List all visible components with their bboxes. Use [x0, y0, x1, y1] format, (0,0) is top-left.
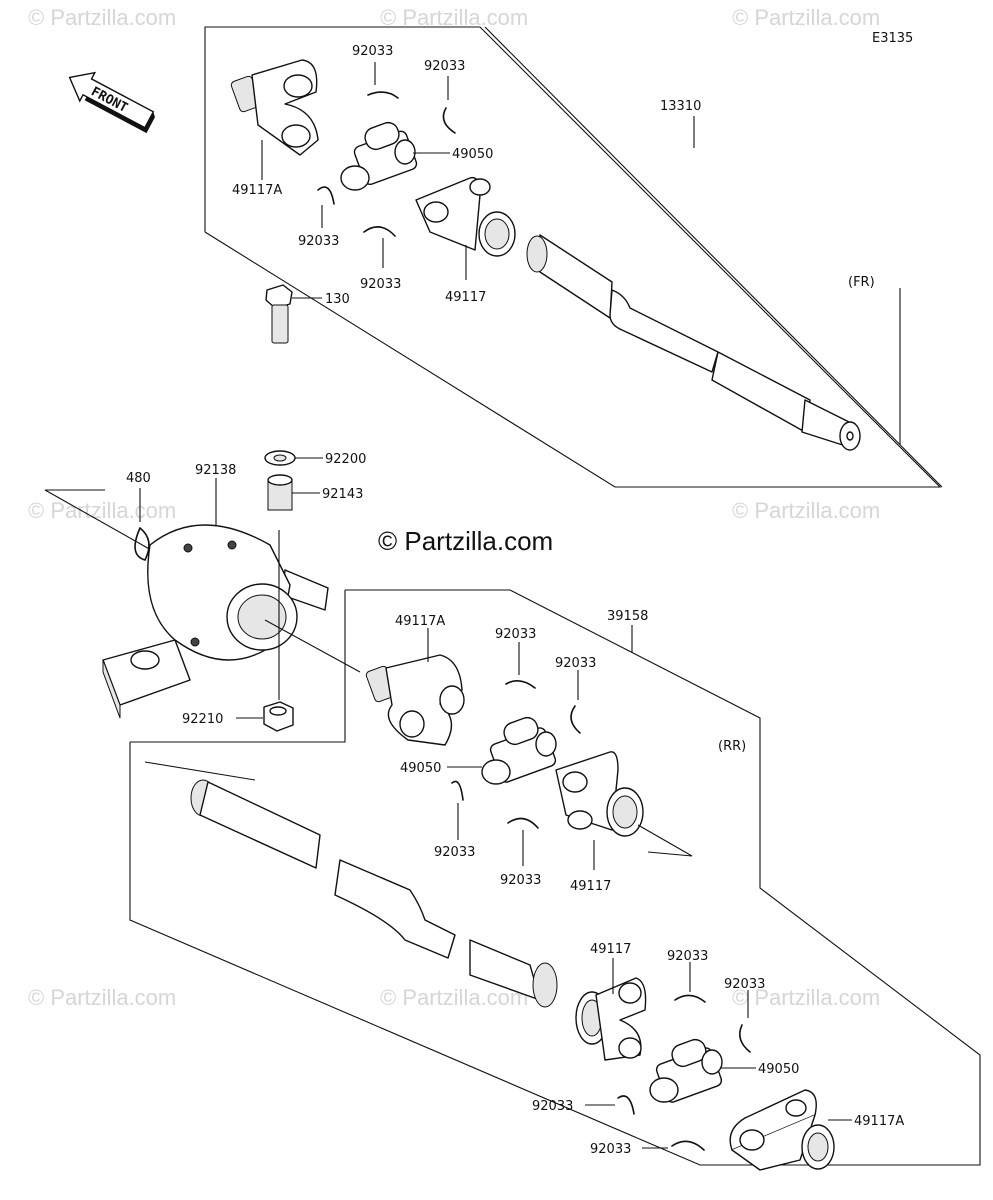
- watermarks: © Partzilla.com © Partzilla.com © Partzi…: [28, 5, 880, 1010]
- clip-icon: [451, 780, 464, 801]
- callout-fr-clip-1: 92033: [352, 44, 393, 59]
- nut: [263, 701, 294, 732]
- callout-rr-clip-8: 92033: [590, 1142, 631, 1157]
- callout-circlip: 480: [126, 471, 151, 486]
- front-yoke-a: [230, 59, 319, 156]
- clip-icon: [505, 680, 536, 689]
- callout-rr-clip-2: 92033: [555, 656, 596, 671]
- front-cross-joint: [340, 121, 418, 191]
- callout-bolt: 130: [325, 292, 350, 307]
- callout-rr-yoke-1: 49117: [570, 879, 611, 894]
- front-arrow-icon: FRONT: [68, 71, 155, 134]
- callout-rr-yoke-2: 49117: [590, 942, 631, 957]
- watermark: © Partzilla.com: [380, 985, 528, 1010]
- clip-icon: [442, 107, 456, 134]
- callout-rr-yoke-a1: 49117A: [395, 614, 445, 629]
- callout-nut: 92210: [182, 712, 223, 727]
- callout-rr-clip-4: 92033: [500, 873, 541, 888]
- callout-fr-clip-4: 92033: [360, 277, 401, 292]
- callout-rr-shaft: 39158: [607, 609, 648, 624]
- watermark: © Partzilla.com: [732, 985, 880, 1010]
- callout-rr-clip-1: 92033: [495, 627, 536, 642]
- callout-rr-cross-1: 49050: [400, 761, 441, 776]
- collar: [267, 474, 293, 511]
- callout-rr-clip-6: 92033: [724, 977, 765, 992]
- bearing-border: [130, 590, 346, 743]
- clip-icon: [617, 1095, 635, 1115]
- callout-fr-clip-3: 92033: [298, 234, 339, 249]
- rear-yoke-a-upper: [365, 654, 465, 746]
- callout-rr-clip-5: 92033: [667, 949, 708, 964]
- front-section-border: [204, 26, 943, 488]
- diagram-code: E3135: [872, 31, 913, 46]
- watermark: © Partzilla.com: [28, 5, 176, 30]
- watermark: © Partzilla.com: [380, 5, 528, 30]
- front-shaft: [526, 234, 861, 451]
- watermark: © Partzilla.com: [28, 985, 176, 1010]
- callout-rr-yoke-a2: 49117A: [854, 1114, 904, 1129]
- callout-rr-clip-7: 92033: [532, 1099, 573, 1114]
- rear-section-border: [129, 589, 981, 1166]
- callout-rr-clip-3: 92033: [434, 845, 475, 860]
- copyright-main: © Partzilla.com: [378, 526, 553, 556]
- clip-icon: [671, 1140, 705, 1151]
- watermark: © Partzilla.com: [732, 498, 880, 523]
- clip-icon: [363, 226, 396, 237]
- callout-fr-cross: 49050: [452, 147, 493, 162]
- callout-rr-cross-2: 49050: [758, 1062, 799, 1077]
- section-rear-tag: (RR): [718, 739, 746, 754]
- callout-collar: 92143: [322, 487, 363, 502]
- rear-yoke-a-lower: [729, 1089, 835, 1171]
- rear-yoke-lower: [575, 977, 647, 1061]
- callout-fr-yoke: 49117: [445, 290, 486, 305]
- rear-shaft: [144, 761, 558, 1008]
- circlip-icon: [134, 527, 150, 561]
- rear-yoke-upper: [555, 751, 644, 837]
- callout-washer: 92200: [325, 452, 366, 467]
- callout-fr-yoke-a: 49117A: [232, 183, 282, 198]
- callout-fr-clip-2: 92033: [424, 59, 465, 74]
- callout-bearing: 92138: [195, 463, 236, 478]
- watermark: © Partzilla.com: [28, 498, 176, 523]
- clip-icon: [507, 817, 539, 829]
- section-front-tag: (FR): [848, 275, 875, 290]
- rear-cross-joint-upper: [481, 716, 557, 785]
- clip-icon: [367, 91, 399, 99]
- front-yoke: [415, 176, 516, 257]
- clip-icon: [570, 705, 581, 734]
- watermark: © Partzilla.com: [732, 5, 880, 30]
- clip-icon: [674, 994, 706, 1003]
- clip-icon: [739, 1024, 751, 1053]
- callout-fr-shaft: 13310: [660, 99, 701, 114]
- clip-icon: [317, 186, 335, 205]
- rear-cross-joint-lower: [649, 1038, 723, 1103]
- bolt: [265, 284, 293, 344]
